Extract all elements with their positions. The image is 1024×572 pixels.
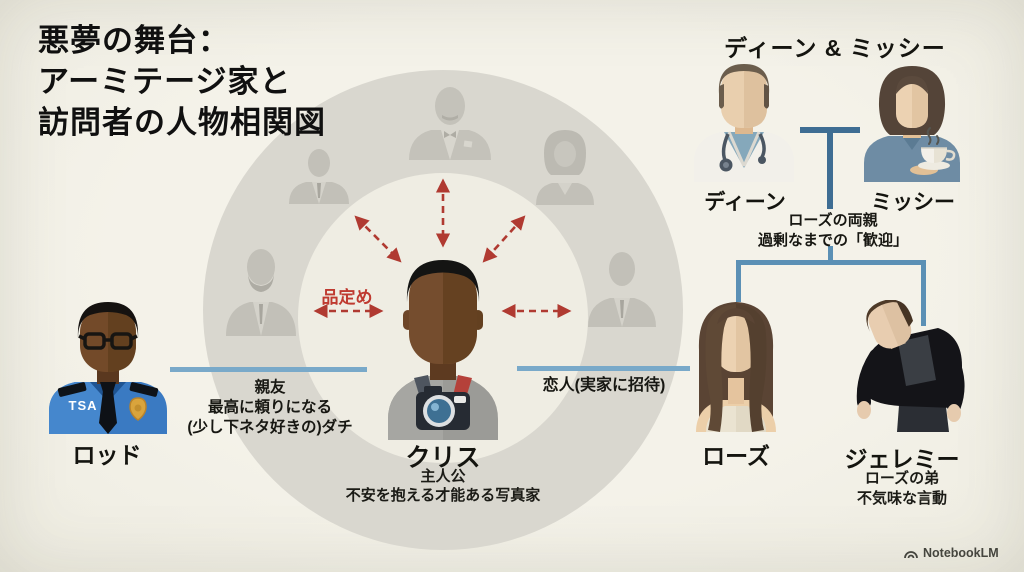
tsa-badge-label: TSA [68,398,98,413]
children-branch-bar [736,260,926,265]
parents-header-label: ディーン & ミッシー [724,35,946,61]
silhouette-suit-guest-upper-left-icon [286,148,352,204]
rod-chris-line [170,367,367,372]
dean-missy-tie-stem [827,127,833,209]
chris-description-label: 不安を抱える才能ある写真家 [345,487,541,504]
chris-rose-relationship-label: 恋人(実家に招待) [542,377,666,394]
jeremy-note-line2: 不気味な言動 [856,490,947,507]
rose-branch-drop [736,260,741,302]
appraisal-label: 品定め [321,288,373,307]
title-line-1: 悪夢の舞台： [38,23,230,58]
page-title: 悪夢の舞台： アーミテージ家と 訪問者の人物相関図 [38,20,326,143]
dean-name-label: ディーン [704,191,786,214]
jeremy-branch-drop [921,260,926,326]
notebooklm-watermark: NotebookLM [903,546,999,560]
chris-role-label: 主人公 [420,468,466,485]
jeremy-note-line1: ローズの弟 [864,470,940,487]
rod-avatar: TSA [42,298,174,434]
title-line-2: アーミテージ家と [38,64,292,99]
parents-note-label: ローズの両親 過剰なまでの「歓迎」 [757,212,908,249]
chris-name-label: クリス [405,444,481,472]
appraisal-arrows-icon [300,168,590,330]
missy-name-label: ミッシー [871,191,955,214]
notebooklm-logo-icon [904,550,918,558]
missy-avatar [858,62,966,182]
rod-name-label: ロッド [72,442,142,468]
dean-avatar [688,60,800,182]
notebooklm-watermark-label: NotebookLM [923,546,999,560]
title-line-3: 訪問者の人物相関図 [38,105,326,140]
silhouette-tuxedo-guest-icon [405,84,495,160]
rose-avatar [684,298,788,432]
silhouette-bearded-guest-left-icon [222,246,300,336]
chris-rose-line [517,366,690,371]
rose-name-label: ローズ [702,443,770,469]
jeremy-name-label: ジェレミー [844,446,960,472]
silhouette-woman-guest-upper-right-icon [534,128,596,205]
silhouette-suit-guest-right-icon [584,250,660,327]
jeremy-avatar [850,300,982,432]
rod-chris-relationship-label: 親友 最高に頼りになる (少し下ネタ好きの)ダチ [187,379,353,436]
chris-avatar [368,256,518,440]
parents-children-stem [828,246,833,262]
